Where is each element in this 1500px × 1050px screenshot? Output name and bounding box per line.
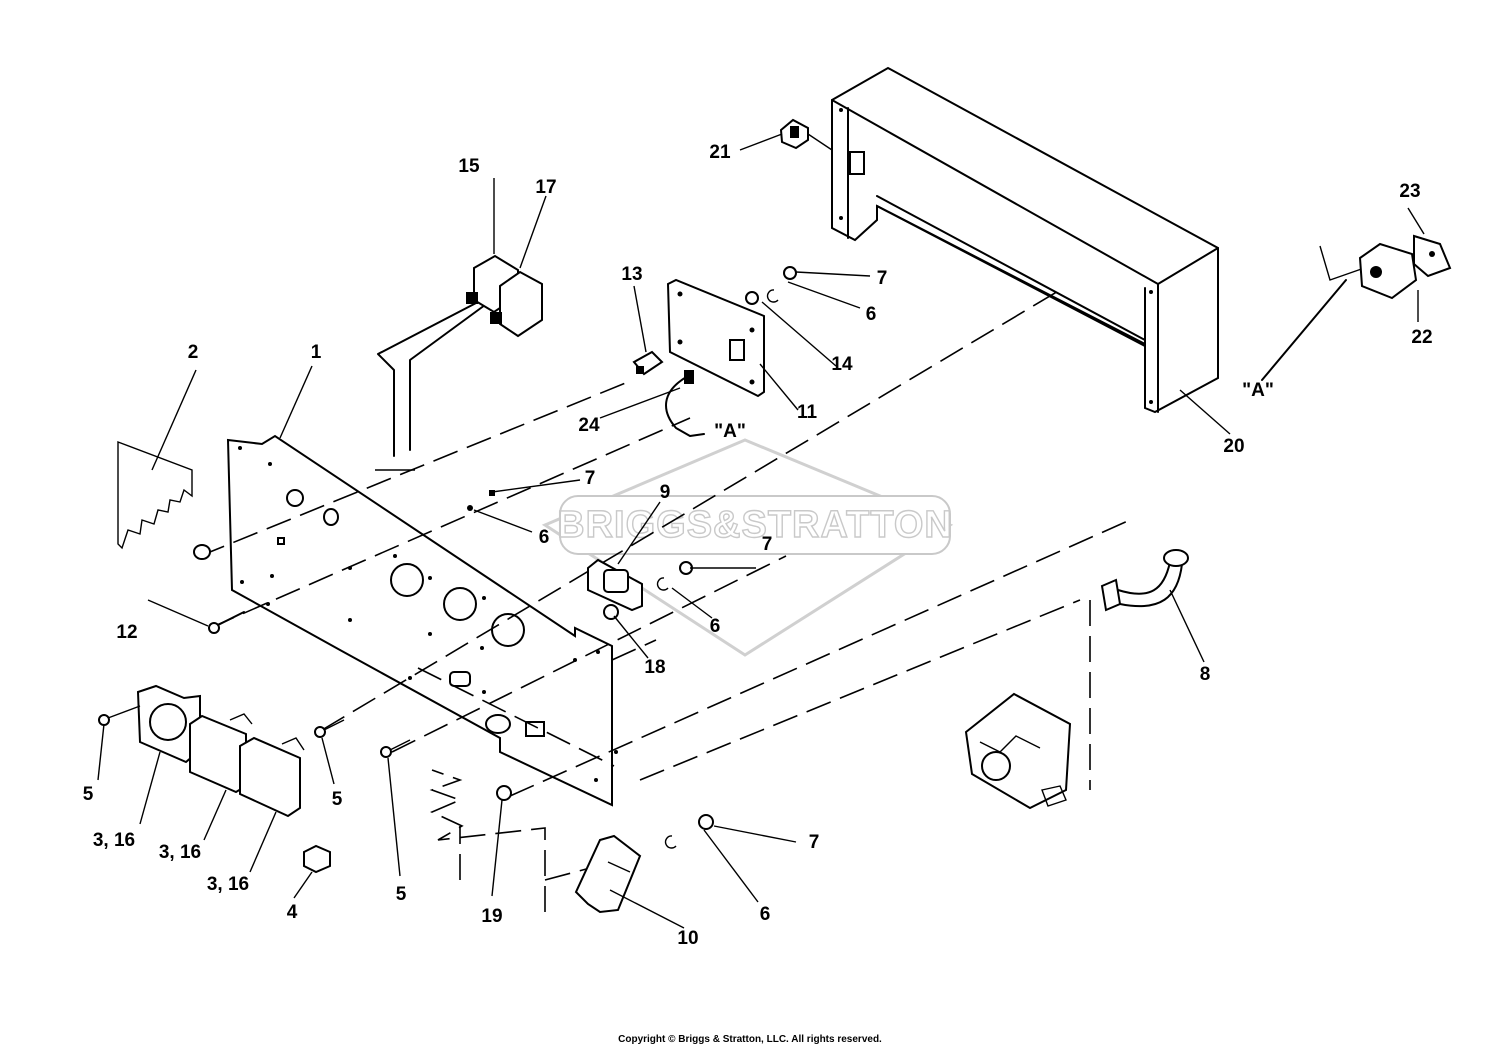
part-20-housing [831, 66, 1219, 414]
part-15-17-wire-harness [375, 301, 486, 471]
assembly-center-lines [199, 289, 1131, 912]
copyright-notice: Copyright © Briggs & Stratton, LLC. All … [618, 1034, 882, 1045]
callout-7-d: 7 [809, 832, 820, 853]
callout-3-16-a: 3, 16 [93, 830, 135, 851]
alternator-housing [964, 692, 1072, 810]
part-3-16-outlet-3 [239, 736, 305, 818]
reference-a-right: "A" [1242, 380, 1274, 401]
callout-17: 17 [535, 177, 556, 198]
callout-6-d: 6 [760, 904, 771, 925]
part-4-switch [303, 844, 331, 874]
part-22-23-switch-assembly [1261, 234, 1452, 381]
part-10-cover [574, 814, 714, 914]
part-17-circuit-breaker [490, 270, 543, 338]
callout-10: 10 [677, 928, 698, 949]
part-21-grommet [779, 118, 833, 151]
watermark-text: BRIGGS&STRATTON [557, 504, 953, 546]
callout-14: 14 [831, 354, 853, 375]
callout-7-b: 7 [585, 468, 596, 489]
part-2-decal [117, 440, 193, 550]
parts-14-6-7-hardware-top [745, 266, 797, 305]
callout-5-a: 5 [83, 784, 94, 805]
callout-15: 15 [458, 156, 480, 177]
callout-20: 20 [1223, 436, 1244, 457]
callout-labels: 1 2 3, 16 3, 16 3, 16 4 5 5 5 6 6 6 6 7 … [83, 142, 1433, 949]
callout-8: 8 [1200, 664, 1211, 685]
callout-6-c: 6 [710, 616, 721, 637]
callout-23: 23 [1399, 181, 1420, 202]
callout-1: 1 [311, 342, 322, 363]
part-1-control-panel [226, 434, 618, 807]
callout-3-16-c: 3, 16 [207, 874, 249, 895]
callout-2: 2 [188, 342, 199, 363]
callout-6-a: 6 [866, 304, 877, 325]
callout-7-c: 7 [762, 534, 773, 555]
part-3-16-outlet-1 [136, 684, 201, 764]
callout-13: 13 [621, 264, 642, 285]
part-8-cable-elbow [1100, 549, 1189, 612]
part-24-wire-lead [665, 370, 705, 437]
callout-3-16-b: 3, 16 [159, 842, 201, 863]
callout-18: 18 [644, 657, 665, 678]
callout-9: 9 [660, 482, 671, 503]
callout-12: 12 [116, 622, 137, 643]
part-13-spacer [632, 350, 664, 376]
callout-19: 19 [481, 906, 502, 927]
callout-5-b: 5 [332, 789, 343, 810]
panel-hardware [193, 490, 495, 634]
callout-21: 21 [709, 142, 731, 163]
callout-24: 24 [578, 415, 600, 436]
part-9-receptacle [587, 558, 693, 620]
briggs-stratton-watermark-logo: BRIGGS&STRATTON [541, 438, 954, 657]
callout-22: 22 [1411, 327, 1432, 348]
callout-11: 11 [797, 402, 818, 423]
callout-4: 4 [287, 902, 298, 923]
callout-7-a: 7 [877, 268, 888, 289]
part-5-screws [98, 705, 411, 758]
reference-a-left: "A" [714, 421, 746, 442]
part-19-fastener [496, 785, 512, 801]
part-11-bracket-plate [666, 278, 765, 398]
callout-6-b: 6 [539, 527, 550, 548]
callout-leaders [97, 133, 1425, 929]
callout-5-c: 5 [396, 884, 407, 905]
